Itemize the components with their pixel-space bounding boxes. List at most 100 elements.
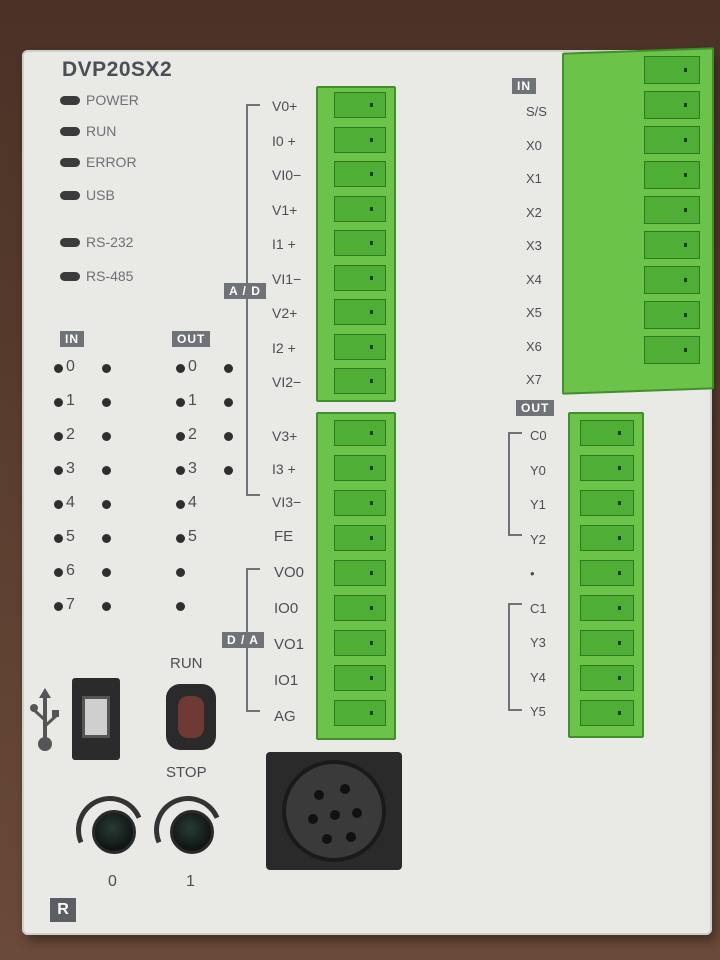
ad-terminal-label: V3+ — [272, 428, 298, 444]
terminal-screw-hole — [684, 243, 687, 247]
output-led — [176, 432, 185, 441]
terminal-slot — [580, 595, 634, 621]
terminal-slot — [334, 560, 386, 586]
terminal-slot — [580, 420, 634, 446]
input-led-secondary — [102, 432, 111, 441]
terminal-screw-hole — [370, 501, 373, 505]
input-led — [54, 398, 63, 407]
input-terminal-label: S/S — [526, 104, 547, 119]
potentiometer-0[interactable] — [92, 810, 136, 854]
terminal-label: AG — [274, 708, 296, 725]
ad-terminal-label: VI0− — [272, 167, 302, 183]
ad-terminal-label: VI3− — [272, 494, 302, 510]
terminal-screw-hole — [618, 676, 621, 680]
terminal-slot — [580, 700, 634, 726]
terminal-slot — [334, 161, 386, 187]
switch-knob — [178, 696, 204, 738]
terminal-screw-hole — [618, 466, 621, 470]
output-led — [176, 398, 185, 407]
output-led — [176, 602, 185, 611]
tag-in-right: IN — [512, 78, 536, 94]
terminal-slot — [644, 336, 700, 364]
terminal-slot — [334, 333, 386, 360]
input-number: 2 — [66, 426, 75, 443]
tag-ad: A / D — [224, 283, 266, 299]
terminal-slot — [334, 525, 386, 551]
input-led-secondary — [102, 364, 111, 373]
led-label: USB — [86, 187, 115, 203]
ad-terminal-label: I3 + — [272, 461, 296, 477]
potentiometer-1[interactable] — [170, 810, 214, 854]
out-bracket-2 — [508, 603, 522, 711]
input-led-secondary — [102, 534, 111, 543]
output-number: 3 — [188, 460, 197, 477]
terminal-screw-hole — [618, 711, 621, 715]
input-terminal-label: X3 — [526, 238, 542, 253]
terminal-screw-hole — [618, 571, 621, 575]
ad-terminal-label: I0 + — [272, 132, 296, 149]
input-led — [54, 364, 63, 373]
terminal-screw-hole — [684, 138, 687, 142]
terminal-slot — [580, 560, 634, 586]
din-pin — [346, 832, 356, 842]
led-label: RS-232 — [86, 234, 134, 250]
output-led-secondary — [224, 398, 233, 407]
terminal-screw-hole — [370, 310, 373, 314]
led-rs485: RS-485 — [60, 268, 133, 284]
terminal-screw-hole — [684, 68, 687, 72]
terminal-slot — [334, 126, 386, 153]
terminal-slot — [334, 368, 386, 394]
terminal-screw-hole — [370, 606, 373, 610]
output-led-secondary — [224, 432, 233, 441]
terminal-screw-hole — [370, 676, 373, 680]
terminal-screw-hole — [684, 173, 687, 177]
input-number: 1 — [66, 392, 75, 409]
input-terminal-label: X2 — [526, 204, 542, 220]
mini-din-ring — [282, 760, 386, 862]
terminal-slot — [644, 196, 700, 224]
ad-terminal-label: V0+ — [272, 98, 298, 114]
terminal-slot — [334, 700, 386, 726]
terminal-screw-hole — [684, 313, 687, 317]
terminal-screw-hole — [370, 206, 373, 211]
terminal-screw-hole — [618, 501, 621, 505]
terminal-slot — [334, 230, 386, 256]
ad-terminal-label: I2 + — [272, 339, 296, 356]
output-terminal-label: Y2 — [530, 531, 546, 547]
stop-label: STOP — [166, 764, 207, 781]
run-label: RUN — [170, 655, 203, 672]
terminal-slot — [580, 455, 634, 481]
da-bracket — [246, 568, 260, 712]
output-number: 1 — [188, 392, 197, 409]
terminal-slot — [334, 92, 386, 118]
terminal-slot — [580, 665, 634, 691]
terminal-screw-hole — [618, 641, 621, 645]
terminal-label: IO0 — [274, 600, 299, 617]
terminal-slot — [334, 420, 386, 446]
din-pin — [330, 810, 340, 820]
ad-terminal-label: V2+ — [272, 305, 298, 321]
run-stop-switch[interactable] — [166, 684, 216, 750]
terminal-screw-hole — [684, 103, 687, 107]
mini-din-port[interactable] — [266, 752, 402, 870]
terminal-screw-hole — [618, 536, 621, 540]
ad-bracket — [246, 104, 260, 496]
output-terminal-label: C0 — [530, 428, 547, 443]
input-terminal-label: X1 — [526, 171, 542, 186]
input-led — [54, 602, 63, 611]
output-terminal-label: Y0 — [530, 462, 546, 478]
input-number: 7 — [66, 596, 75, 613]
terminal-screw-hole — [370, 172, 373, 176]
ad-terminal-label: VI2− — [272, 374, 302, 390]
led-label: RUN — [86, 123, 117, 139]
mini-usb-port[interactable] — [72, 678, 120, 760]
led-indicator — [60, 190, 80, 200]
din-pin — [340, 784, 350, 794]
terminal-screw-hole — [618, 606, 621, 610]
terminal-slot — [334, 264, 386, 291]
pot-label-0: 0 — [108, 873, 117, 890]
input-terminal-label: X0 — [526, 137, 542, 153]
ad-terminal-label: VI1− — [272, 270, 302, 287]
input-led-secondary — [102, 466, 111, 475]
terminal-screw-hole — [370, 137, 373, 142]
